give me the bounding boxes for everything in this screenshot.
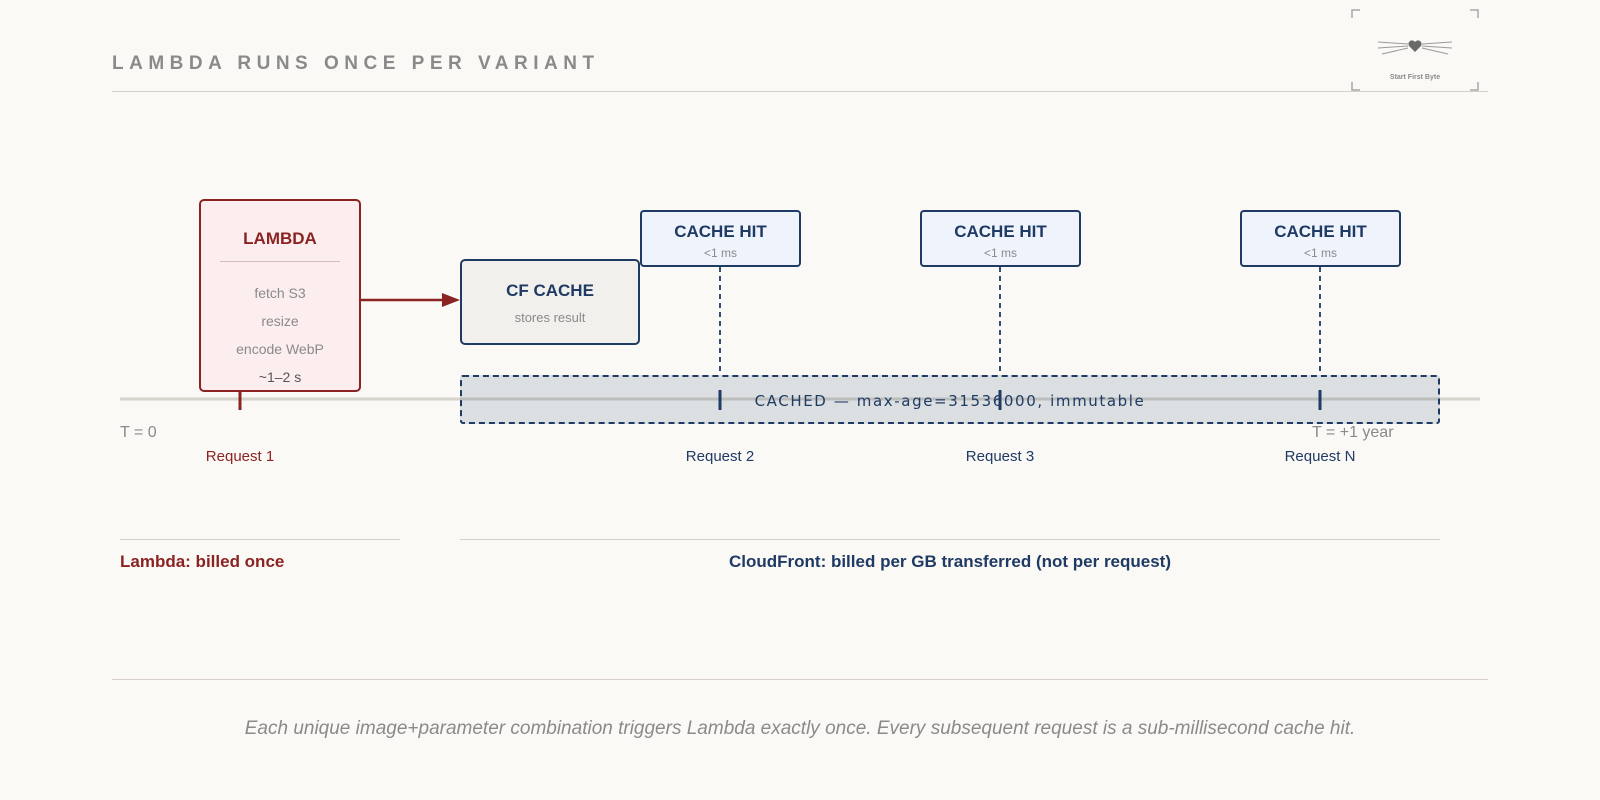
cache-hit-latency: <1 ms xyxy=(983,246,1017,260)
lambda-billing-rule xyxy=(120,539,400,540)
cache-hit-box-request-2: CACHE HIT <1 ms xyxy=(640,210,801,267)
heart-icon xyxy=(1408,40,1422,52)
cache-hit-latency: <1 ms xyxy=(1303,246,1337,260)
cache-hit-title: CACHE HIT xyxy=(1274,222,1367,241)
lambda-step: fetch S3 xyxy=(254,285,306,301)
cloudfront-billing-label: CloudFront: billed per GB transferred (n… xyxy=(728,552,1172,571)
cf-cache-box: CF CACHE stores result xyxy=(460,259,640,345)
timeline-end-label: T = +1 year xyxy=(1312,424,1394,441)
cached-band-label: CACHED — max-age=31536000, immutable xyxy=(754,392,1146,410)
header-divider xyxy=(112,91,1488,92)
logo-text: Start First Byte xyxy=(1389,74,1441,81)
lambda-duration: ~1–2 s xyxy=(258,369,302,385)
logo: Start First Byte xyxy=(1350,8,1480,92)
cached-band xyxy=(460,375,1440,424)
cache-hit-box-request-n: CACHE HIT <1 ms xyxy=(1240,210,1401,267)
footer-divider xyxy=(112,679,1488,680)
request-label-3: Request 3 xyxy=(965,448,1035,465)
cf-cache-title: CF CACHE xyxy=(506,281,594,300)
cache-hit-title: CACHE HIT xyxy=(954,222,1047,241)
timeline-start-label: T = 0 xyxy=(120,424,157,441)
cache-hit-title: CACHE HIT xyxy=(674,222,767,241)
lambda-step: resize xyxy=(261,313,299,329)
cache-hit-latency: <1 ms xyxy=(703,246,737,260)
request-label-2: Request 2 xyxy=(685,448,755,465)
cloudfront-billing-rule xyxy=(460,539,1440,540)
lambda-divider xyxy=(220,261,340,262)
request-label-1: Request 1 xyxy=(205,448,275,465)
lambda-box: LAMBDA fetch S3 resize encode WebP ~1–2 … xyxy=(199,199,361,392)
lambda-title: LAMBDA xyxy=(243,229,317,248)
page-title: LAMBDA RUNS ONCE PER VARIANT xyxy=(112,53,600,74)
lambda-step: encode WebP xyxy=(236,341,324,357)
logo-frame-icon xyxy=(1351,9,1479,91)
cf-cache-subtitle: stores result xyxy=(514,310,586,325)
arrow-head-icon xyxy=(442,293,460,307)
lambda-billing-label: Lambda: billed once xyxy=(120,552,285,571)
footer-caption: Each unique image+parameter combination … xyxy=(244,718,1356,739)
request-label-n: Request N xyxy=(1284,448,1356,465)
cache-hit-box-request-3: CACHE HIT <1 ms xyxy=(920,210,1081,267)
